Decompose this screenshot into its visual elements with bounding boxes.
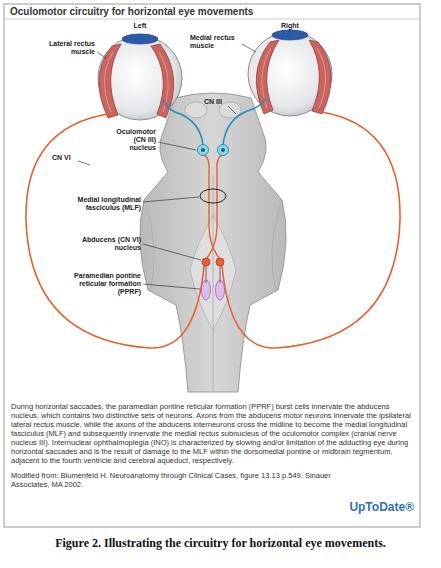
- peduncle-edge: [146, 205, 154, 292]
- medial-rectus: [256, 40, 279, 114]
- leader-line: [78, 161, 90, 165]
- abducens-nerve: [222, 112, 400, 348]
- part-label: Paramedian pontine reticular formation (…: [68, 272, 141, 296]
- abducens-nucleus: [202, 258, 210, 266]
- oculomotor-nucleus: [198, 145, 209, 156]
- title-rule: [5, 19, 419, 20]
- leader-line: [143, 197, 199, 202]
- lateral-rectus: [309, 40, 331, 114]
- leader-line: [143, 284, 200, 289]
- figure-title: Oculomotor circuitry for horizontal eye …: [10, 6, 253, 18]
- medial-rectus: [151, 44, 174, 118]
- description-text: During horizontal saccades, the paramedi…: [11, 402, 413, 465]
- nucleus-core: [201, 148, 205, 152]
- part-label: Medial longitudinal fasciculus (MLF): [68, 196, 141, 212]
- part-label: Medial rectus muscle: [190, 34, 244, 50]
- source-note: Modified from: Blumenfeld H. Neuroanatom…: [11, 471, 341, 489]
- muscle-fibre: [104, 52, 113, 112]
- leader-line: [97, 52, 106, 58]
- mlf-outline: [200, 189, 226, 203]
- cornea: [122, 34, 158, 44]
- figure-caption: Figure 2. Illustrating the circuitry for…: [0, 536, 441, 550]
- nerve-label: CN III: [204, 98, 222, 106]
- leader-line: [242, 44, 256, 52]
- colliculus: [185, 102, 207, 118]
- peduncle-edge: [272, 205, 280, 292]
- leader-line: [143, 244, 201, 260]
- midline: [213, 175, 214, 390]
- lateral-rectus: [99, 44, 121, 118]
- muscle-fibre: [317, 48, 326, 108]
- leader-line: [158, 142, 196, 150]
- nucleus-core: [221, 148, 225, 152]
- eye-side-label: Left: [120, 22, 160, 30]
- pprf-projection: [206, 266, 207, 283]
- muscle-fibre: [262, 48, 271, 108]
- left-eye: [98, 36, 182, 120]
- part-label: Oculomotor (CN III) nucleus: [108, 128, 156, 152]
- oculomotor-nucleus: [218, 145, 229, 156]
- nerve-label: CN VI: [52, 154, 71, 162]
- figure-frame: [4, 4, 420, 527]
- pprf-projection: [220, 266, 221, 283]
- part-label: Abducens (CN VI) nucleus: [74, 236, 141, 252]
- eye-side-label: Right: [270, 22, 310, 30]
- mlf-tract: [204, 155, 219, 258]
- oculomotor-nerve: [223, 98, 266, 145]
- right-eye: [248, 32, 332, 116]
- oculomotor-nerve: [164, 100, 203, 145]
- abducens-nucleus: [216, 258, 224, 266]
- cornea: [272, 30, 308, 40]
- leader-line: [228, 106, 236, 114]
- watermark-logo: UpToDate®: [330, 500, 414, 514]
- part-label: Lateral rectus muscle: [41, 40, 95, 56]
- abducens-nerve: [26, 114, 204, 348]
- muscle-fibre: [159, 52, 168, 112]
